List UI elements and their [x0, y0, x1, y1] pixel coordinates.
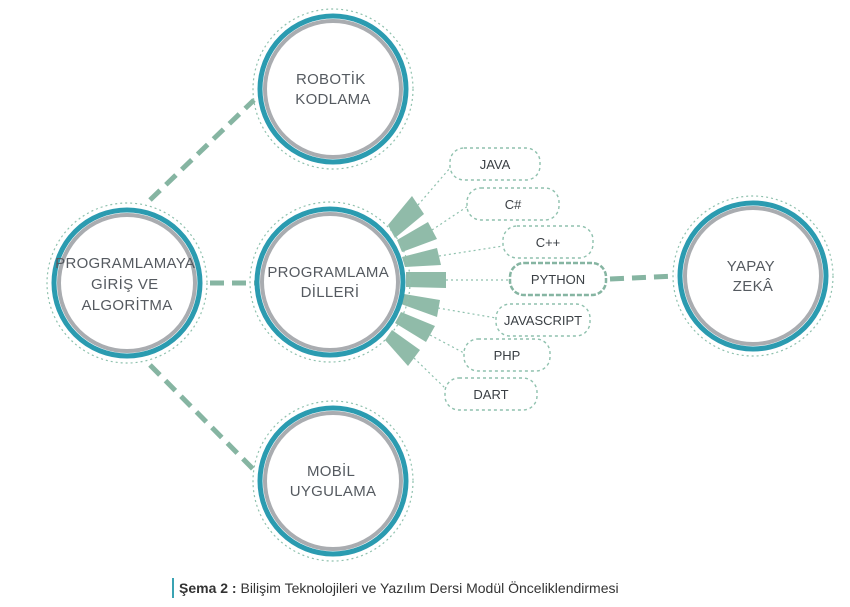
- wedge-php: [395, 312, 435, 342]
- caption-text: Bilişim Teknolojileri ve Yazılım Dersi M…: [240, 580, 619, 596]
- connectors: [148, 98, 677, 472]
- language-fan: [385, 196, 446, 366]
- connector-algoritma-robotik: [148, 98, 256, 202]
- lang-box-csharp: [466, 187, 560, 221]
- svg-text:YAPAY ZEKÂ: YAPAY ZEKÂ: [727, 258, 779, 295]
- figure-caption: Şema 2 : Bilişim Teknolojileri ve Yazılı…: [172, 578, 619, 598]
- lang-python: PYTHON: [531, 272, 585, 287]
- lang-cpp: C++: [536, 235, 561, 250]
- node-programlamaya: PROGRAMLAMAYA GİRİŞ VE ALGORİTMA: [46, 202, 208, 364]
- lang-box-cpp: [502, 225, 594, 259]
- connector-algoritma-mobil: [148, 363, 256, 472]
- language-boxes: [444, 147, 594, 411]
- node-mobil-line2: UYGULAMA: [290, 483, 377, 500]
- lang-box-php: [463, 338, 551, 372]
- node-yapay-zeka-line1: YAPAY: [727, 258, 775, 275]
- lang-java: JAVA: [480, 157, 511, 172]
- wedge-csharp: [397, 222, 437, 252]
- lang-box-dart: [444, 377, 538, 411]
- node-programlamaya-line3: ALGORİTMA: [81, 296, 172, 314]
- node-robotik-line1: ROBOTİK: [296, 70, 366, 88]
- node-programlamaya-line2: GİRİŞ VE: [91, 275, 158, 293]
- node-mobil-line1: MOBİL: [307, 462, 355, 480]
- wedge-python: [406, 272, 446, 288]
- lang-box-java: [449, 147, 541, 181]
- node-programlama-dilleri-line1: PROGRAMLAMA: [267, 264, 388, 281]
- wedge-javascript: [401, 294, 440, 317]
- wedge-dart: [385, 330, 420, 366]
- node-programlamaya-line1: PROGRAMLAMAYA: [55, 255, 195, 272]
- wedge-cpp: [402, 248, 441, 267]
- caption-label: Şema 2 :: [179, 580, 237, 596]
- node-yapay-zeka: YAPAY ZEKÂ: [672, 195, 834, 357]
- language-links: [413, 167, 510, 390]
- lang-box-python: [508, 261, 608, 297]
- lang-dart: DART: [473, 387, 508, 402]
- svg-text:PROGRAMLAMAYA GİRİŞ VE: PROGRAMLAMAYA GİRİŞ VE ALGORİTMA: [55, 255, 199, 314]
- node-mobil: MOBİL UYGULAMA: [252, 400, 414, 562]
- language-labels: JAVA C# C++ PYTHON JAVASCRIPT PHP DART: [473, 157, 585, 402]
- lang-csharp: C#: [505, 197, 522, 212]
- connector-python-yapay-zeka: [609, 273, 677, 282]
- node-programlama-dilleri-line2: DİLLERİ: [301, 283, 360, 301]
- node-programlama-dilleri: PROGRAMLAMA DİLLERİ: [249, 201, 411, 363]
- lang-box-javascript: [495, 303, 591, 337]
- node-yapay-zeka-line2: ZEKÂ: [733, 278, 773, 295]
- lang-php: PHP: [494, 348, 521, 363]
- svg-text:PROGRAMLAMA DİLLERİ: PROGRAMLAMA DİLLERİ: [267, 264, 392, 301]
- lang-javascript: JAVASCRIPT: [504, 313, 582, 328]
- node-robotik-line2: KODLAMA: [295, 91, 370, 108]
- node-robotik: ROBOTİK KODLAMA: [252, 8, 414, 170]
- svg-text:MOBİL UYGULAMA: MOBİL UYGULAMA: [290, 462, 377, 500]
- wedge-java: [388, 196, 424, 238]
- svg-text:ROBOTİK KODLAMA: ROBOTİK KODLAMA: [295, 70, 370, 108]
